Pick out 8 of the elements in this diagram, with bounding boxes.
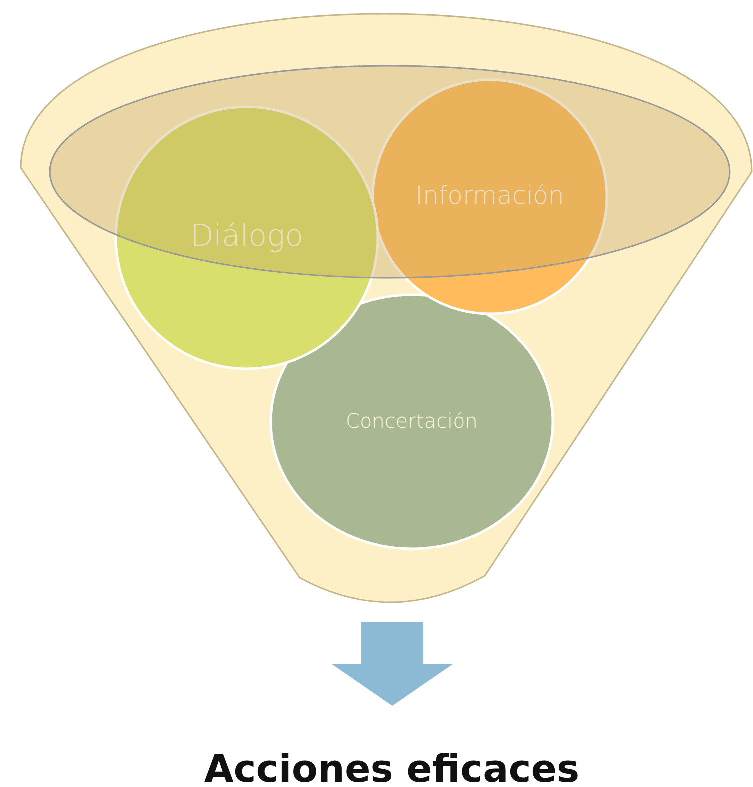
- venn-circle: [372, 79, 608, 315]
- result-title: Acciones eficaces: [150, 708, 634, 787]
- circle-label: Concertación: [346, 409, 478, 433]
- circle-label: Información: [416, 180, 564, 210]
- venn-circle: [115, 106, 379, 370]
- block-arrow: [332, 622, 454, 706]
- circle-label: Diálogo: [190, 218, 304, 254]
- venn-circle: [270, 294, 554, 550]
